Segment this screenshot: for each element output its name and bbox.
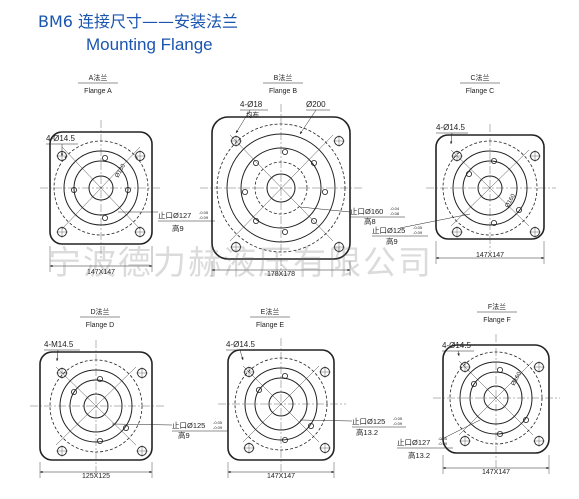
- flange-d-drawing: D法兰 Flange D 4-M14.5 止口Ø125 -0.05 -0.09 …: [30, 307, 228, 480]
- flange-c-holes-label: 4-Ø14.5: [436, 123, 465, 132]
- flange-a-tolerance-lower: -0.09: [199, 215, 209, 220]
- flange-a-size-label: 147X147: [87, 269, 115, 276]
- flange-c-cn-label: C法兰: [470, 73, 489, 82]
- flange-a-tolerance-upper: -0.05: [199, 210, 209, 215]
- flange-a-spigot-label: 止口Ø127: [158, 210, 191, 220]
- flange-e-height-label: 高13.2: [356, 427, 378, 437]
- flange-c-diameter-label: Ø160: [505, 193, 518, 209]
- flange-f-drawing: F法兰 Flange F 4-Ø14.5 Ø160 止口Ø127 -0.05 -…: [397, 302, 560, 476]
- flange-f-spigot-label: 止口Ø127: [397, 437, 430, 447]
- flange-f-height-label: 高13.2: [408, 450, 430, 460]
- flange-f-tolerance-lower: -0.09: [438, 441, 448, 446]
- flange-b-pcd-label: Ø200: [306, 100, 326, 109]
- flange-d-bolt-hole-icon: [135, 444, 149, 458]
- flange-d-cn-label: D法兰: [90, 307, 109, 316]
- flange-d-bolt-hole-icon: [55, 444, 69, 458]
- flange-f-en-label: Flange F: [483, 317, 511, 324]
- flange-c-spigot-label: 止口Ø125: [372, 225, 405, 235]
- flange-f-bolt-hole-icon: [532, 360, 546, 374]
- flange-d-tolerance-lower: -0.09: [213, 425, 223, 430]
- flange-b-cn-label: B法兰: [274, 73, 293, 82]
- flange-b-drawing: B法兰 Flange B 4-Ø18 均布 Ø200 止口Ø160: [200, 73, 405, 278]
- flange-c-en-label: Flange C: [466, 88, 494, 95]
- flange-b-size-label: 178X178: [267, 271, 295, 278]
- flange-b-spigot-label: 止口Ø160: [350, 206, 383, 216]
- flange-e-size-label: 147X147: [267, 473, 295, 480]
- flange-f-cn-label: F法兰: [488, 302, 506, 311]
- flange-d-en-label: Flange D: [86, 322, 114, 329]
- flange-e-bolt-hole-icon: [242, 441, 256, 455]
- flange-e-bolt-hole-icon: [318, 365, 332, 379]
- flange-e-en-label: Flange E: [256, 322, 284, 329]
- flange-d-bolt-hole-icon: [135, 366, 149, 380]
- company-watermark: 宁波德力赫液压有限公司: [48, 243, 433, 282]
- flange-e-cn-label: E法兰: [261, 307, 280, 316]
- flange-c-tolerance-upper: -0.05: [413, 225, 423, 230]
- flange-c-bolt-hole-icon: [528, 149, 542, 163]
- page-title-english: Mounting Flange: [86, 35, 213, 54]
- flange-a-cn-label: A法兰: [89, 73, 108, 82]
- flange-d-size-label: 125X125: [82, 473, 110, 480]
- flange-b-holes-note: 均布: [246, 110, 260, 119]
- flange-c-bolt-hole-icon: [450, 225, 464, 239]
- flange-a-en-label: Flange A: [84, 88, 112, 95]
- flange-d-holes-label: 4-M14.5: [44, 340, 74, 349]
- flange-f-bolt-hole-icon: [458, 434, 472, 448]
- flange-b-bolt-hole-icon: [332, 134, 346, 148]
- flange-e-holes-label: 4-Ø14.5: [226, 340, 255, 349]
- flange-f-bolt-hole-icon: [532, 434, 546, 448]
- flange-c-size-label: 147X147: [476, 252, 504, 259]
- flange-f-holes-label: 4-Ø14.5: [442, 341, 471, 350]
- flange-f-tolerance-upper: -0.05: [438, 436, 448, 441]
- flange-e-bolt-hole-icon: [318, 441, 332, 455]
- flange-d-tolerance-upper: -0.05: [213, 420, 223, 425]
- flange-e-drawing: E法兰 Flange E 4-Ø14.5 止口Ø125 -0.05 -0.09 …: [218, 307, 406, 480]
- flange-b-holes-label: 4-Ø18: [240, 100, 263, 109]
- flange-f-size-label: 147X147: [482, 469, 510, 476]
- flange-a-height-label: 高9: [172, 223, 184, 233]
- flange-b-tolerance-lower: -0.08: [390, 211, 400, 216]
- flange-a-holes-label: 4-Ø14.5: [46, 134, 75, 143]
- flange-d-spigot-label: 止口Ø125: [172, 420, 205, 430]
- flange-b-tolerance-upper: -0.04: [390, 206, 400, 211]
- flange-c-height-label: 高9: [386, 236, 398, 246]
- flange-c-tolerance-lower: -0.09: [413, 230, 423, 235]
- flange-a-bolt-hole-icon: [133, 149, 147, 163]
- flange-a-drawing: A法兰 Flange A 4-Ø14.5 Ø160 止口Ø127 -0.05 -…: [40, 73, 215, 276]
- flange-d-height-label: 高9: [178, 430, 190, 440]
- flange-b-en-label: Flange B: [269, 88, 297, 95]
- flange-e-tolerance-upper: -0.05: [393, 416, 403, 421]
- page-title-chinese: BM6 连接尺寸——安装法兰: [38, 12, 239, 31]
- flange-e-tolerance-lower: -0.09: [393, 421, 403, 426]
- flange-b-height-label: 高8: [364, 216, 376, 226]
- flange-e-spigot-label: 止口Ø125: [352, 416, 385, 426]
